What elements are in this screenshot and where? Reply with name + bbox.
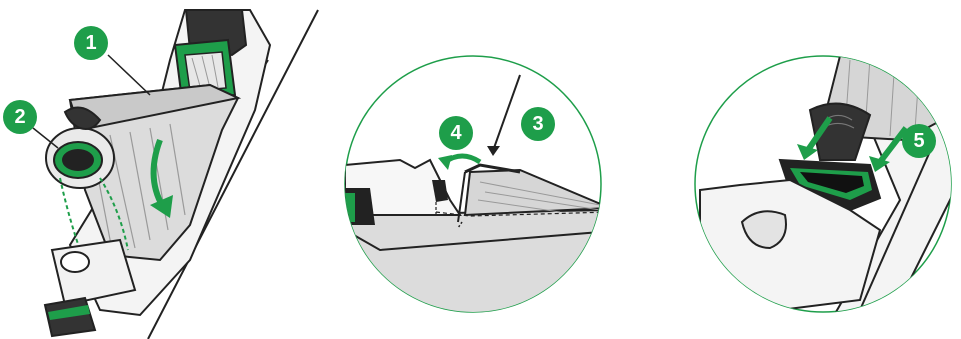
step-badge-2: 2 — [3, 100, 37, 134]
panel-detail-collar — [694, 55, 952, 313]
step-number-3: 3 — [532, 113, 543, 135]
step-number-5: 5 — [913, 130, 924, 152]
step-number-1: 1 — [85, 32, 96, 54]
vacuum-outer-edge — [147, 9, 319, 339]
step-badge-1: 1 — [74, 26, 108, 60]
step-badge-4: 4 — [439, 116, 473, 150]
callout-line-2 — [32, 127, 59, 149]
guide-dotted-line-right — [99, 177, 129, 251]
step-badge-3: 3 — [521, 107, 555, 141]
bag-card — [464, 163, 521, 174]
callout-line-1 — [107, 54, 151, 96]
panel-detail-insert — [344, 55, 602, 313]
step-badge-5: 5 — [902, 124, 936, 158]
filter — [173, 38, 237, 102]
guide-dotted-line-left — [59, 177, 81, 251]
bag-collar — [45, 106, 115, 189]
straight-down-arrow — [493, 74, 521, 149]
dual-down-arrows — [797, 116, 909, 172]
step-number-4: 4 — [450, 122, 462, 144]
panel-vacuum-body — [43, 9, 319, 339]
step-number-2: 2 — [14, 106, 25, 128]
